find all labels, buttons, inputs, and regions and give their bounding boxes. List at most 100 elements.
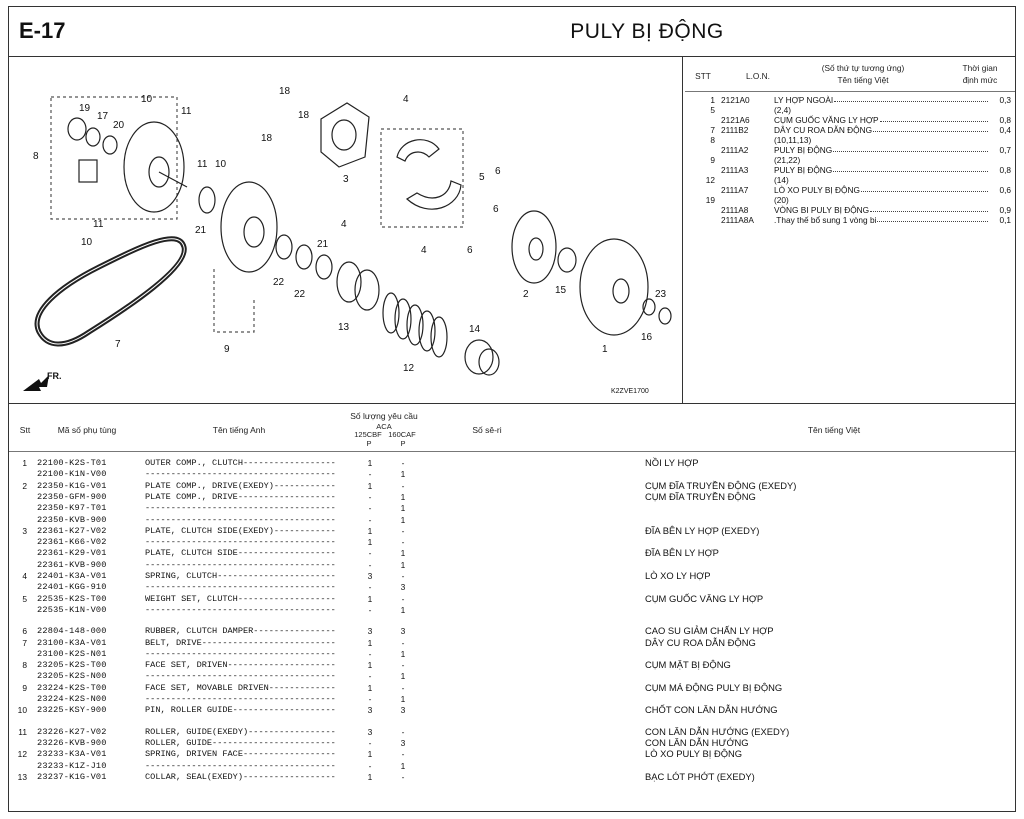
lon-leader-dots (873, 125, 988, 132)
part-name-en: ---------------------------------------- (145, 694, 337, 704)
svg-text:22: 22 (294, 289, 306, 300)
qty-125cbf: - (368, 648, 372, 659)
row-stt: 5 (22, 593, 27, 604)
qty-125cbf: 3 (367, 571, 373, 581)
qty-125cbf: 1 (367, 637, 373, 648)
qty-160caf: 3 (400, 582, 406, 593)
lon-name-cell: VÒNG BI PULY BỊ ĐỘNG (774, 205, 989, 215)
lon-name: .Thay thế bổ sung 1 vòng bi (774, 215, 877, 225)
part-name-vi: CON LĂN DẪN HƯỚNG (EXEDY) (645, 725, 790, 737)
lon-row: 19 (20) (683, 195, 1015, 205)
labor-operation-table: STT L.O.N. (Số thứ tự tương ứng) Tên tiế… (683, 57, 1015, 403)
part-number: 22350-KVB-900 (37, 514, 107, 525)
part-name-en: ---------------------------------------- (145, 514, 337, 525)
lon-header-stt: STT (695, 71, 711, 81)
lon-leader-dots (833, 145, 988, 152)
qty-125cbf: 3 (367, 705, 373, 716)
part-name-vi: CON LĂN DẪN HƯỚNG (645, 736, 749, 748)
part-number: 23224-K2S-N00 (37, 694, 107, 704)
lon-header-time2: định mức (962, 75, 998, 85)
lon-row: 8(10,11,13) (683, 135, 1015, 145)
qty-125cbf: - (368, 559, 372, 570)
lon-name: PULY BỊ ĐỘNG (774, 145, 833, 155)
lon-name: (20) (774, 195, 789, 205)
lon-code (721, 155, 774, 165)
lon-leader-dots (879, 115, 988, 122)
qty-160caf: - (401, 571, 405, 581)
lon-stt: 19 (705, 195, 715, 205)
table-row: 23224-K2S-N00 ---------------------------… (9, 694, 1015, 704)
lon-row: 12(14) (683, 175, 1015, 185)
part-name-vi: CỤM GUỐC VĂNG LY HỢP (645, 592, 764, 604)
part-name-vi: BẠC LÓT PHỚT (EXEDY) (645, 770, 755, 782)
lon-time (989, 135, 1015, 145)
lon-time: 0,7 (999, 145, 1011, 155)
lon-stt: 12 (705, 175, 715, 185)
col-stt: Stt (19, 425, 31, 435)
qty-125cbf: - (368, 503, 372, 514)
part-number: 22350-GFM-900 (37, 491, 107, 502)
part-name-vi: DÂY CU ROA DẪN ĐỘNG (645, 636, 756, 648)
part-number: 23226-KVB-900 (37, 737, 107, 748)
qty-125cbf: - (368, 582, 372, 593)
row-stt: 2 (22, 480, 27, 491)
qty-125cbf: 3 (367, 626, 373, 637)
qty-125cbf: 1 (367, 480, 373, 491)
lon-name: (21,22) (774, 155, 801, 165)
col-p1: P (366, 439, 372, 448)
part-number: 23233-K1Z-J10 (37, 760, 107, 771)
lon-stt: 7 (710, 125, 715, 135)
svg-text:19: 19 (79, 103, 91, 114)
qty-160caf: - (401, 637, 405, 648)
part-name-vi: ĐĨA BÊN LY HỢP (EXEDY) (645, 524, 760, 536)
part-number: 22535-K2S-T00 (37, 593, 107, 604)
lon-name-cell: (21,22) (774, 155, 989, 165)
svg-text:22: 22 (273, 277, 285, 288)
lon-leader-dots (834, 95, 988, 102)
lon-name: PULY BỊ ĐỘNG (774, 165, 833, 175)
qty-160caf: 1 (400, 559, 406, 570)
part-number: 22100-K1N-V00 (37, 469, 107, 480)
col-p2: P (400, 439, 406, 448)
qty-125cbf: - (368, 737, 372, 748)
part-name-en: ---------------------------------------- (145, 604, 337, 615)
col-qty: Số lượng yêu cầu (350, 411, 418, 421)
part-name-vi: CỤM MẶT BỊ ĐỘNG (645, 659, 731, 671)
lon-name: LY HỢP NGOÀI (774, 95, 834, 105)
qty-160caf: - (401, 593, 405, 604)
lon-row: 5(2,4) (683, 105, 1015, 115)
svg-text:10: 10 (81, 237, 93, 248)
part-number: 22361-K27-V02 (37, 525, 107, 536)
qty-125cbf: 3 (367, 726, 373, 737)
lon-stt: 8 (710, 135, 715, 145)
lon-name-cell: (20) (774, 195, 989, 205)
qty-160caf: 1 (400, 491, 406, 502)
lon-name: DÂY CU ROA DẪN ĐỘNG (774, 125, 873, 135)
lon-name-cell: PULY BỊ ĐỘNG (774, 145, 989, 155)
table-row: 22361-K66-V02---------------------------… (9, 537, 1015, 547)
part-name-en: ---------------------------------------- (145, 537, 337, 548)
lon-name: VÒNG BI PULY BỊ ĐỘNG (774, 205, 870, 215)
lon-name-cell: DÂY CU ROA DẪN ĐỘNG (774, 125, 989, 135)
section-code: E-17 (19, 18, 66, 43)
table-row: 23205-K2S-N00---------------------------… (9, 671, 1015, 681)
front-arrow-icon (23, 375, 49, 391)
row-stt: 4 (22, 571, 27, 581)
part-name-en: PLATE COMP., DRIVE----------------------… (145, 491, 337, 502)
part-number: 22361-K29-V01 (37, 548, 107, 559)
svg-text:23: 23 (655, 289, 667, 300)
svg-text:17: 17 (97, 111, 109, 122)
part-name-en: FACE SET, DRIVEN------------------------… (145, 660, 337, 671)
lon-time: 0,3 (999, 95, 1011, 105)
qty-160caf: - (401, 480, 405, 491)
part-name-en: WEIGHT SET, CLUTCH----------------------… (145, 593, 337, 604)
part-name-en: ---------------------------------------- (145, 760, 337, 771)
part-name-vi: LÒ XO PULY BỊ ĐỘNG (645, 748, 743, 760)
qty-160caf: 1 (400, 648, 406, 659)
